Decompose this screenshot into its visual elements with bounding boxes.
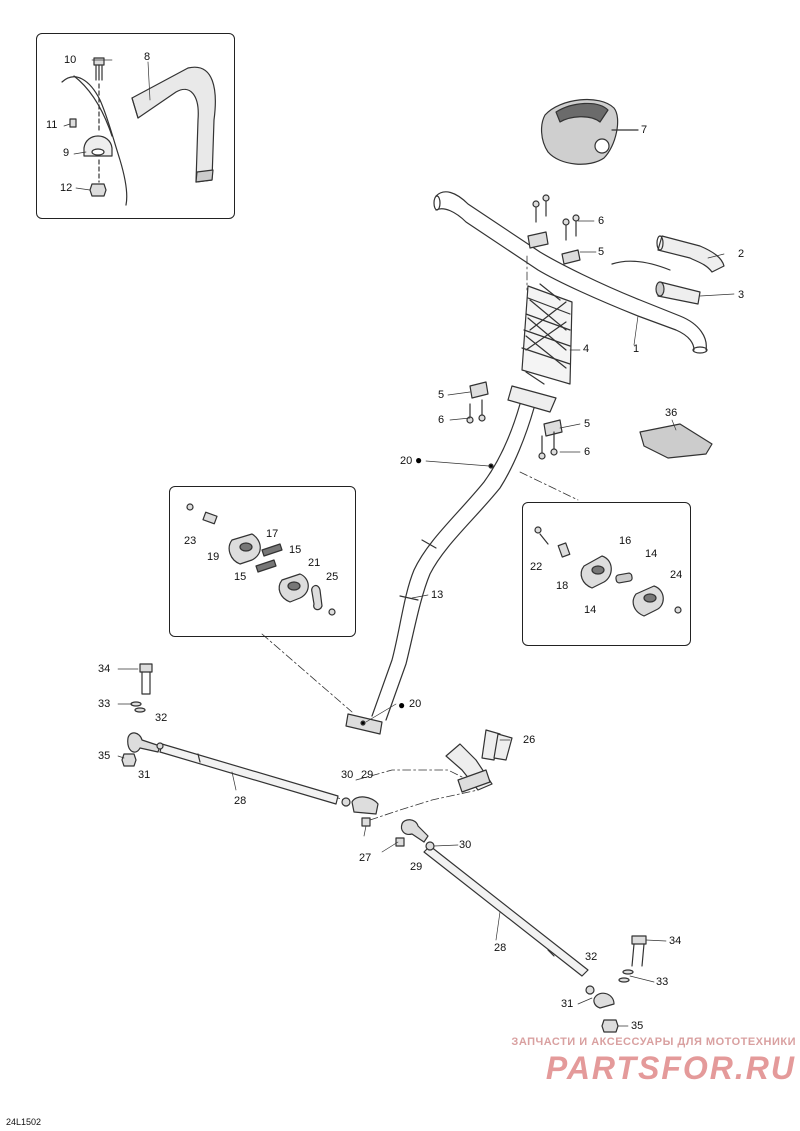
callout-6: 6 <box>598 215 605 227</box>
callout-5-left: 5 <box>438 389 445 401</box>
callout-18: 18 <box>556 580 569 592</box>
callout-15-lower: 15 <box>234 571 247 583</box>
tie-rods <box>121 663 647 1033</box>
callout-19: 19 <box>207 551 220 563</box>
mounting-plate <box>639 423 713 459</box>
callout-leaders <box>63 59 735 1027</box>
callout-23: 23 <box>184 535 197 547</box>
callout-32-left: 32 <box>155 712 168 724</box>
callout-16: 16 <box>619 535 632 547</box>
grip-right <box>656 235 725 273</box>
callout-33-left: 33 <box>98 698 111 710</box>
left-joint-inset-frame <box>169 486 356 637</box>
callout-5: 5 <box>598 246 605 258</box>
watermark-logo: PARTSFOR.RU <box>545 1050 796 1086</box>
callout-10: 10 <box>64 54 77 66</box>
callout-30-left: 30 <box>341 769 354 781</box>
callout-20-lower: 20 <box>409 698 422 710</box>
callout-29-left: 29 <box>361 769 374 781</box>
callout-13: 13 <box>431 589 444 601</box>
grip-inset-parts <box>61 57 216 206</box>
callout-17: 17 <box>266 528 279 540</box>
callout-20-upper: 20 <box>400 455 413 467</box>
callout-1: 1 <box>633 343 640 355</box>
clamps-and-bolts <box>466 194 581 460</box>
callout-29-right: 29 <box>410 861 423 873</box>
grip-inset-frame <box>36 33 235 219</box>
callout-35-left: 35 <box>98 750 111 762</box>
leader-lines <box>261 255 579 821</box>
callout-21: 21 <box>308 557 321 569</box>
callout-8: 8 <box>144 51 151 63</box>
callout-5-lower: 5 <box>584 418 591 430</box>
callout-35-right: 35 <box>631 1020 644 1032</box>
handlebar <box>433 191 708 354</box>
heating-wire <box>611 260 671 271</box>
callout-28-left: 28 <box>234 795 247 807</box>
callout-25: 25 <box>326 571 339 583</box>
callout-34-right: 34 <box>669 935 682 947</box>
callout-33-right: 33 <box>656 976 669 988</box>
drawing-id: 24L1502 <box>6 1117 42 1127</box>
callout-11: 11 <box>46 119 58 131</box>
callout-32-right: 32 <box>585 951 598 963</box>
callout-31-left: 31 <box>138 769 151 781</box>
callout-2: 2 <box>738 248 745 260</box>
handlebar-pad-cover <box>541 98 639 165</box>
callout-15-upper: 15 <box>289 544 302 556</box>
grip-left <box>655 281 701 305</box>
callout-36: 36 <box>665 407 678 419</box>
grease-drop-icon: ● <box>398 698 406 712</box>
callout-3: 3 <box>738 289 745 301</box>
callout-14-upper: 14 <box>645 548 658 560</box>
callout-30-right: 30 <box>459 839 472 851</box>
watermark-caption: ЗАПЧАСТИ И АКСЕССУАРЫ ДЛЯ МОТОТЕХНИКИ <box>511 1036 796 1048</box>
callout-12: 12 <box>60 182 73 194</box>
right-joint-inset-parts <box>534 526 682 617</box>
callout-34-left: 34 <box>98 663 111 675</box>
left-joint-inset-parts <box>186 503 336 616</box>
callout-4: 4 <box>583 343 590 355</box>
callout-31-right: 31 <box>561 998 574 1010</box>
watermark: ЗАПЧАСТИ И АКСЕССУАРЫ ДЛЯ МОТОТЕХНИКИ PA… <box>486 1036 796 1087</box>
callout-6-left: 6 <box>438 414 445 426</box>
callout-26: 26 <box>523 734 536 746</box>
callout-24: 24 <box>670 569 683 581</box>
handlebar-riser <box>521 283 573 385</box>
callout-14-lower: 14 <box>584 604 597 616</box>
callout-7: 7 <box>641 124 648 136</box>
callout-22: 22 <box>530 561 543 573</box>
grease-drop-icon: ● <box>415 453 423 467</box>
callout-9: 9 <box>63 147 70 159</box>
steering-column <box>345 385 557 735</box>
right-joint-inset-frame <box>522 502 691 646</box>
callout-27: 27 <box>359 852 372 864</box>
callout-28-right: 28 <box>494 942 507 954</box>
callout-6-lower: 6 <box>584 446 591 458</box>
